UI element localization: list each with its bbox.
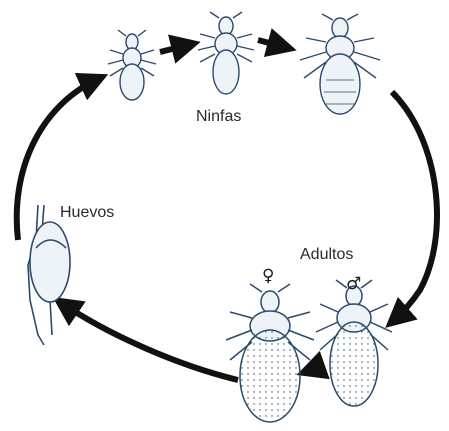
female-symbol-icon: ♀ [262, 268, 274, 285]
arrow-nymph-1-to-2 [160, 44, 192, 52]
egg-nit-illustration [28, 205, 70, 345]
adult-female-illustration [226, 284, 314, 422]
arrow-male-to-female [305, 366, 322, 372]
nymph-3-illustration [300, 14, 380, 114]
arrow-right-down [392, 92, 437, 322]
nymph-2-illustration [198, 12, 254, 94]
nymph-1-illustration [108, 30, 156, 100]
label-adults: Adultos [300, 246, 353, 264]
arrow-bottom-to-eggs [60, 302, 238, 380]
label-nymphs: Ninfas [196, 108, 241, 126]
adult-male-illustration [316, 280, 392, 406]
label-eggs: Huevos [60, 204, 114, 222]
male-symbol-icon: ♂ [346, 276, 361, 293]
arrow-nymph-2-to-3 [258, 40, 288, 48]
